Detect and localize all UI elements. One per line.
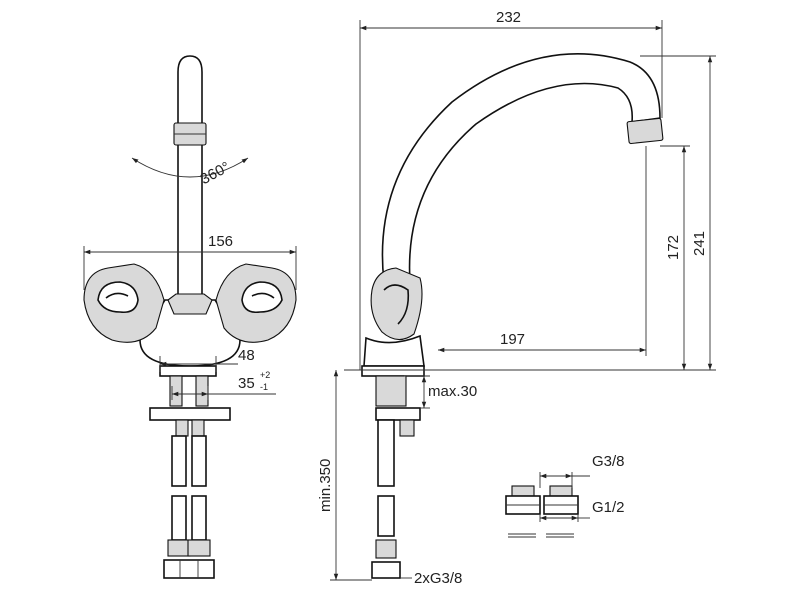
right-handle [215,263,297,343]
left-handle [83,263,165,343]
max-thickness-label: max.30 [428,383,477,400]
reach-label: 197 [500,331,525,348]
min-hose-label: min.350 [317,459,334,512]
connection-label: 2xG3/8 [414,570,462,587]
adapter-top-label: G3/8 [592,453,625,470]
hole-diameter-label: 35 [238,375,255,392]
handle-span-label: 156 [208,233,233,250]
base-width-label: 48 [238,347,255,364]
total-height-label: 241 [691,231,708,256]
side-view: 232 197 172 241 max.30 min.350 2xG3/8 [317,9,716,587]
adapter-bottom-label: G1/2 [592,499,625,516]
rotation-label: 360° [198,159,233,189]
hole-tolerance-plus: +2 [260,370,270,380]
front-view: 360° 156 48 35 +2 -1 [83,55,297,579]
hole-tolerance-minus: -1 [260,382,268,392]
total-width-label: 232 [496,9,521,26]
outlet-height-label: 172 [665,235,682,260]
adapter-detail: G3/8 G1/2 [505,453,625,538]
